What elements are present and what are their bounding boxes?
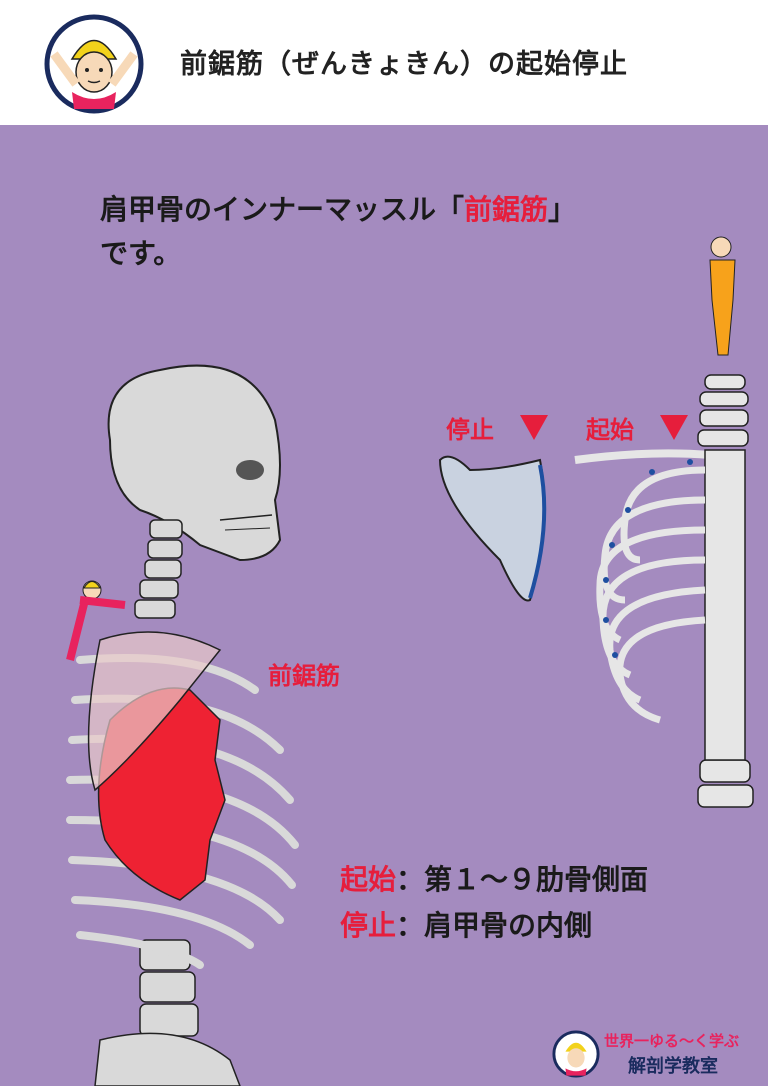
origin-attachment-marks	[603, 459, 693, 658]
origin-info-text: ：第１～９肋骨側面	[396, 863, 649, 896]
intro-text: 肩甲骨のインナーマッスル「前鋸筋」 です。	[100, 188, 576, 276]
insertion-info: 停止：肩甲骨の内側	[340, 904, 592, 944]
footer-brand: 解剖学教室	[628, 1056, 718, 1077]
insertion-info-label: 停止	[340, 909, 397, 942]
intro-text-post: 」	[548, 193, 577, 226]
insertion-info-text: ：肩甲骨の内側	[396, 909, 593, 942]
footer-mascot-icon	[552, 1030, 600, 1078]
mascot-logo-icon	[44, 14, 144, 114]
sternum-illustration	[704, 449, 746, 761]
origin-arrow-icon	[660, 415, 688, 440]
rear-spine-illustration	[697, 374, 754, 808]
scapula-left-illustration	[87, 631, 222, 792]
clavicle-illustration	[574, 449, 711, 464]
header-bar: 前鋸筋（ぜんきょきん）の起始停止	[0, 0, 768, 125]
scapula-insertion-line	[528, 464, 547, 599]
intro-text-pre: 肩甲骨のインナーマッスル「	[100, 193, 465, 226]
intro-line-2: です。	[100, 237, 182, 270]
skull-illustration	[107, 364, 282, 562]
insertion-arrow-icon	[520, 415, 548, 440]
rear-ribcage-illustration	[596, 466, 706, 724]
spine-illustration	[94, 519, 241, 1086]
muscle-label: 前鋸筋	[268, 662, 340, 690]
origin-info-label: 起始	[340, 863, 397, 896]
page-title: 前鋸筋（ぜんきょきん）の起始停止	[180, 49, 628, 80]
origin-info: 起始：第１～９肋骨側面	[340, 858, 648, 898]
intro-line-1: 肩甲骨のインナーマッスル「前鋸筋」	[100, 188, 576, 232]
footer-tagline: 世界一ゆる～く学ぶ	[604, 1032, 740, 1050]
climber-figure-icon	[66, 580, 126, 661]
standing-figure-icon	[709, 236, 736, 356]
insertion-label: 停止	[446, 416, 494, 444]
origin-label: 起始	[586, 416, 634, 444]
scapula-right-illustration	[438, 455, 546, 602]
intro-highlight: 前鋸筋	[464, 193, 549, 226]
